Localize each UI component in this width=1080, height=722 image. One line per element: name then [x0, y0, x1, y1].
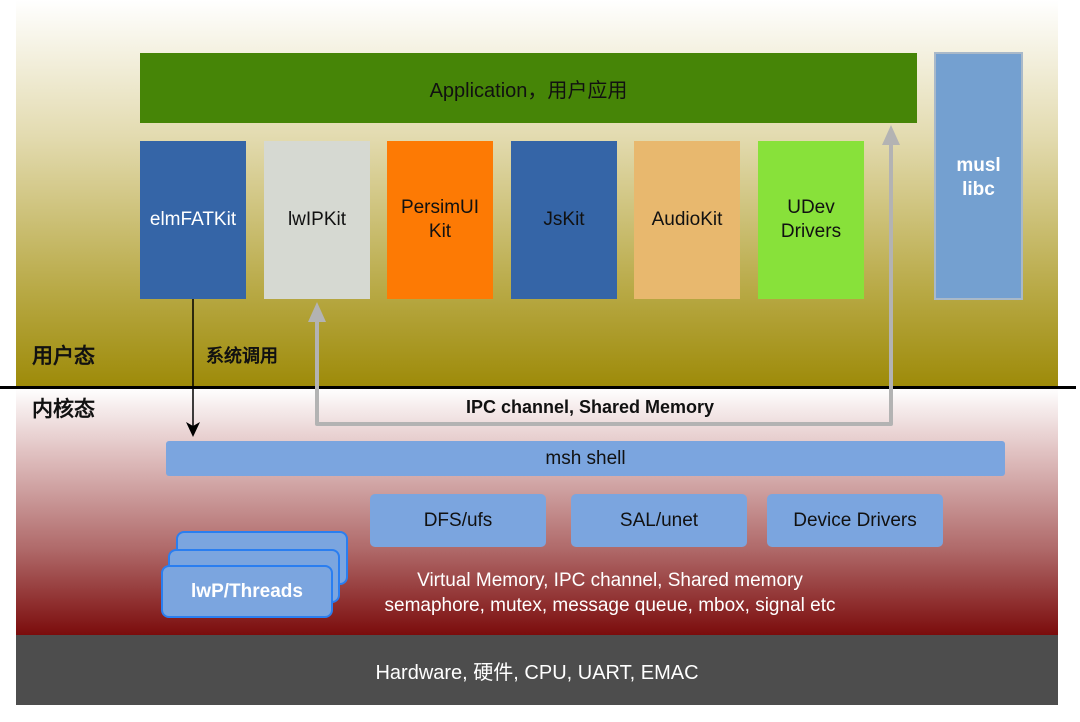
libc-label: musl libc — [956, 155, 1001, 200]
syscall-arrowhead — [186, 422, 200, 437]
service-sal-unet: SAL/unet — [571, 494, 747, 547]
kit-audiokit: AudioKit — [634, 141, 740, 299]
label-text: IPC channel, Shared Memory — [465, 396, 715, 417]
kit-label: lwIPKit — [287, 209, 347, 230]
label-text: 内核态 — [32, 398, 95, 421]
ipc-arrowhead-right — [882, 125, 900, 145]
kernel-space-label: 内核态 — [32, 393, 95, 423]
service-label: Device Drivers — [793, 509, 917, 531]
kit-label: PersimUI Kit — [400, 197, 480, 242]
features-line-2: semaphore, mutex, message queue, mbox, s… — [384, 595, 836, 616]
ipc-arrowhead-left — [308, 302, 326, 322]
features-line-1: Virtual Memory, IPC channel, Shared memo… — [417, 570, 803, 591]
service-label: DFS/ufs — [423, 509, 493, 531]
kit-persimui: PersimUI Kit — [387, 141, 493, 299]
kit-elmfatkit: elmFATKit — [140, 141, 246, 299]
hardware-layer: Hardware, 硬件, CPU, UART, EMAC — [16, 635, 1058, 705]
service-dfs-ufs: DFS/ufs — [370, 494, 546, 547]
kit-label: AudioKit — [651, 209, 723, 230]
kit-label: elmFATKit — [149, 209, 237, 230]
kit-udev-drivers: UDev Drivers — [758, 141, 864, 299]
service-label: SAL/unet — [619, 509, 699, 531]
kit-label: JsKit — [543, 209, 585, 230]
user-space-label: 用户态 — [32, 340, 95, 370]
application-label: Application，用户应用 — [429, 79, 628, 102]
ipc-arrow — [315, 140, 893, 426]
msh-shell-bar: msh shell — [166, 441, 1005, 476]
threads-label: lwP/Threads — [191, 580, 303, 602]
shell-label: msh shell — [545, 447, 626, 469]
ipc-label: IPC channel, Shared Memory — [330, 393, 850, 421]
kernel-features: Virtual Memory, IPC channel, Shared memo… — [360, 566, 970, 620]
thread-stack-front: lwP/Threads — [161, 565, 333, 618]
musl-libc-box: musl libc — [934, 52, 1023, 300]
kit-label: UDev Drivers — [780, 197, 842, 242]
application-box: Application，用户应用 — [140, 53, 917, 123]
label-text: 系统调用 — [206, 346, 278, 366]
user-kernel-divider — [0, 386, 1076, 389]
service-device-drivers: Device Drivers — [767, 494, 943, 547]
label-text: 用户态 — [32, 345, 95, 368]
kit-jskit: JsKit — [511, 141, 617, 299]
syscall-label: 系统调用 — [206, 340, 278, 370]
hardware-label: Hardware, 硬件, CPU, UART, EMAC — [375, 661, 699, 684]
kit-lwipkit: lwIPKit — [264, 141, 370, 299]
